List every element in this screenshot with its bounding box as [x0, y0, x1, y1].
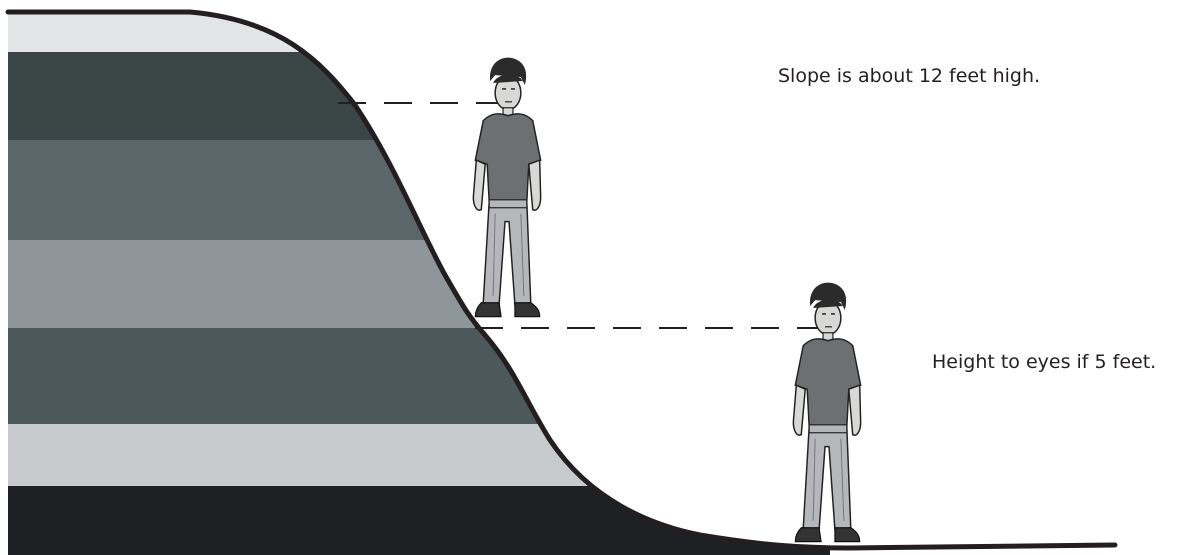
stratum-6 [0, 424, 900, 486]
person-on-slope-figure [473, 58, 540, 317]
eye-height-annotation: Height to eyes if 5 feet. [932, 351, 1156, 373]
stratum-2 [0, 52, 900, 140]
slope-height-annotation: Slope is about 12 feet high. [778, 65, 1040, 87]
stratum-1 [0, 0, 900, 52]
person-at-base-figure [793, 283, 860, 542]
hill-strata [0, 0, 900, 555]
stratum-3 [0, 140, 900, 240]
stratum-5 [0, 328, 900, 424]
